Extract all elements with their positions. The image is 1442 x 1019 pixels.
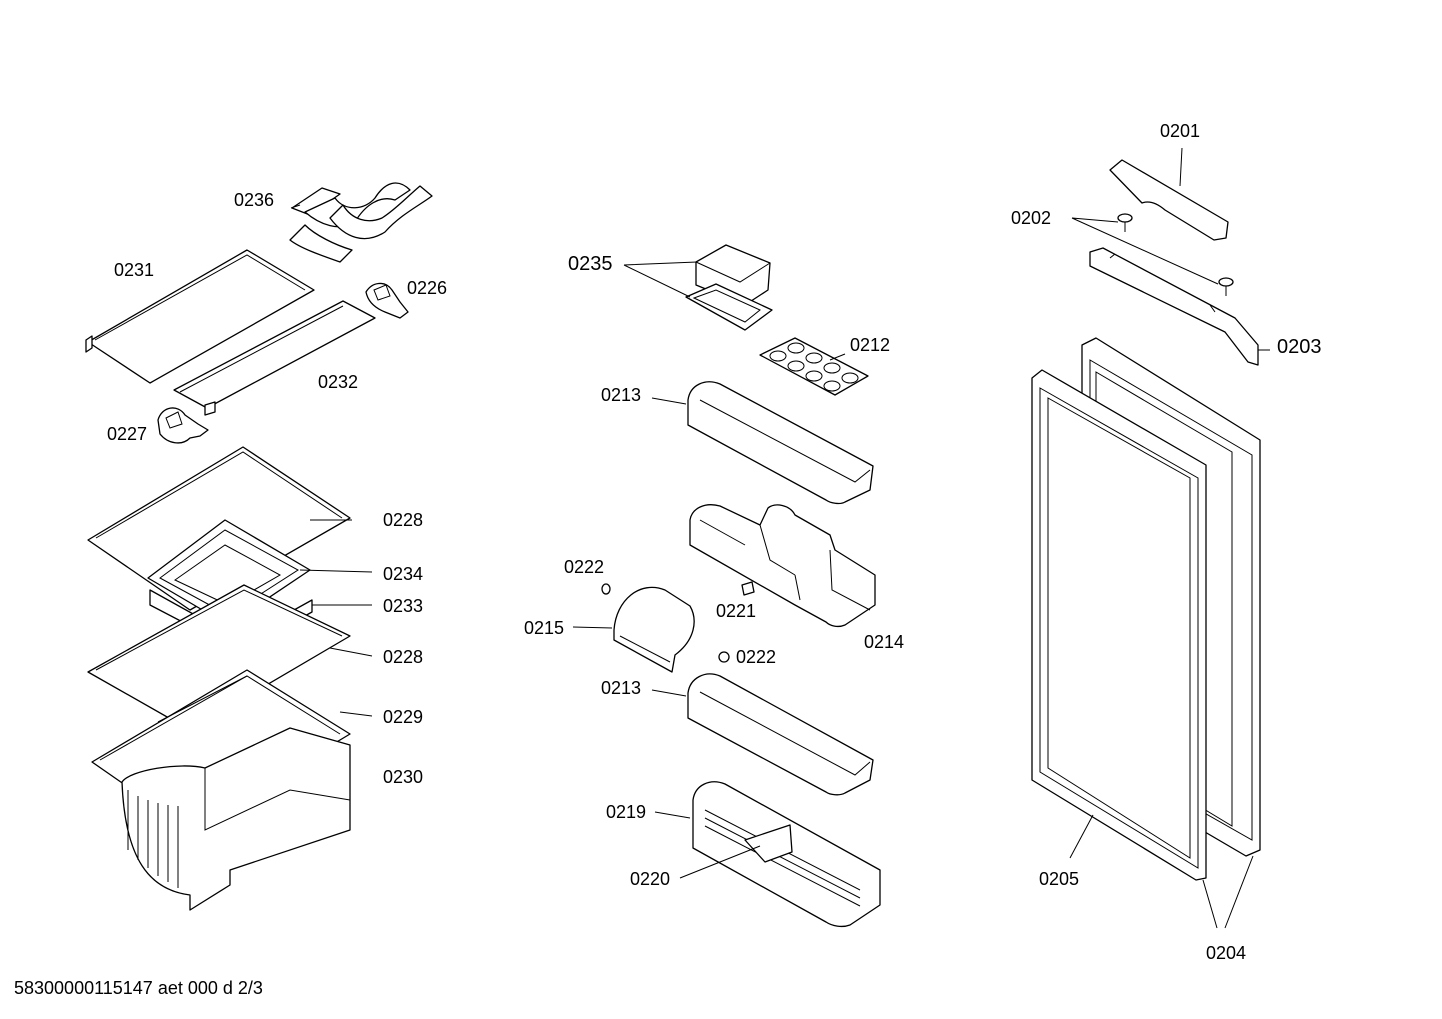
hinge-bracket-part [1089,247,1259,366]
door-shelf-upper-part [687,381,874,505]
part-labels: 0201 0202 0203 0204 0205 0235 0212 0213 … [107,121,1322,963]
butter-box-part [685,244,773,331]
label-0213-upper: 0213 [601,385,641,405]
label-0221: 0221 [716,601,756,621]
leader-lines [290,147,1270,929]
shelf-support-right-part [365,282,409,319]
label-0229: 0229 [383,707,423,727]
label-0230: 0230 [383,767,423,787]
screw-upper-part [1117,213,1133,232]
screw-lower-part [1218,277,1234,296]
crisper-drawer-part [121,727,351,911]
label-0215: 0215 [524,618,564,638]
clip-part [741,581,755,596]
label-0213-lower: 0213 [601,678,641,698]
label-0214: 0214 [864,632,904,652]
label-0203: 0203 [1277,336,1322,358]
label-0234: 0234 [383,564,423,584]
washer-upper-part [601,583,611,595]
glass-shelf-lower-part [87,584,351,731]
label-0227: 0227 [107,424,147,444]
washer-lower-part [718,651,730,663]
label-0233: 0233 [383,596,423,616]
glass-shelf-part [85,249,315,384]
label-0231: 0231 [114,260,154,280]
label-0202: 0202 [1011,208,1051,228]
bottle-rack-part [289,182,433,263]
label-0205: 0205 [1039,869,1079,889]
label-0235: 0235 [568,253,613,275]
glass-shelf-narrow-part [173,300,376,416]
door-shelf-lower-part [687,673,874,796]
label-0228-upper: 0228 [383,510,423,530]
label-0232: 0232 [318,372,358,392]
label-0204: 0204 [1206,943,1246,963]
document-code: 58300000115147 aet 000 d 2/3 [14,978,263,998]
door-bin-divider-part [689,504,876,628]
bottle-stopper-part [744,824,793,863]
label-0201: 0201 [1160,121,1200,141]
label-0226: 0226 [407,278,447,298]
egg-tray-part [759,337,869,396]
label-0212: 0212 [850,335,890,355]
label-0222-lower: 0222 [736,647,776,667]
label-0228-lower: 0228 [383,647,423,667]
label-0236: 0236 [234,190,274,210]
shelf-support-left-part [157,407,209,444]
label-0220: 0220 [630,869,670,889]
label-0222-upper: 0222 [564,557,604,577]
flap-part [613,586,695,673]
handle-cover-part [1109,159,1229,241]
label-0219: 0219 [606,802,646,822]
door-seal-part [1031,369,1207,881]
